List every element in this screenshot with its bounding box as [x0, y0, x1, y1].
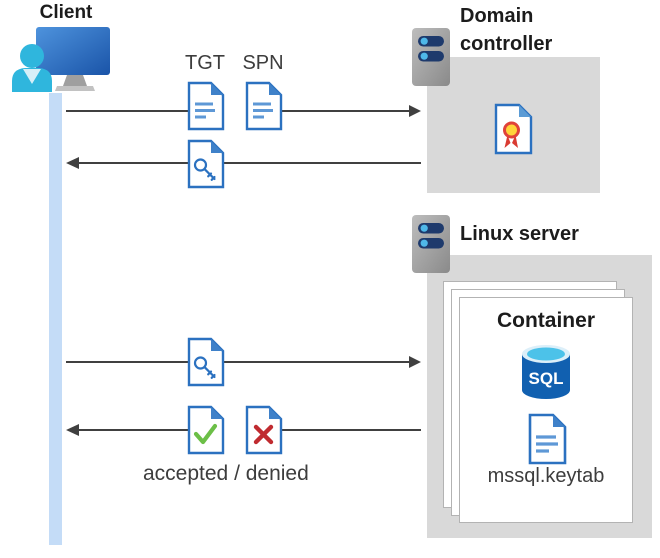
- container-card-front: [459, 297, 633, 523]
- keytab-document-icon: [528, 413, 567, 465]
- server-led: [420, 37, 428, 45]
- client-label: Client: [39, 2, 93, 23]
- key-document-icon: [187, 139, 225, 189]
- container-label: Container: [496, 309, 595, 332]
- arrowhead-right-1: [409, 105, 421, 117]
- server-led: [420, 224, 428, 232]
- denied-document-icon: [245, 405, 283, 455]
- domain-controller-server-icon: [412, 28, 450, 86]
- accepted-document-icon: [187, 405, 225, 455]
- linux-server-label: Linux server: [460, 223, 579, 245]
- tgt-label: TGT: [185, 52, 225, 74]
- person-head: [20, 44, 44, 68]
- doc-fold: [519, 105, 531, 117]
- spn-document-icon: [245, 81, 283, 131]
- rosette: [503, 121, 520, 139]
- server-led: [420, 239, 428, 247]
- ribbon-tail-right: [512, 135, 518, 148]
- domain-controller-label: Domain controller: [460, 5, 553, 55]
- key-document-icon-2: [187, 337, 225, 387]
- arrowhead-left-2: [66, 424, 79, 436]
- cylinder-body: [522, 354, 570, 399]
- doc-fold: [553, 415, 565, 427]
- sql-database-icon: SQL: [522, 345, 570, 399]
- doc-fold: [211, 83, 223, 95]
- workstation-user-icon: [12, 27, 110, 92]
- linux-server-icon: [412, 215, 450, 273]
- monitor-screen: [36, 27, 110, 75]
- person-collar: [23, 69, 41, 84]
- cross-mark: [253, 424, 274, 445]
- arrowhead-right-2: [409, 356, 421, 368]
- doc-fold: [211, 339, 223, 351]
- monitor-stand: [63, 75, 87, 86]
- arrowhead-left-1: [66, 157, 79, 169]
- keytab-label: mssql.keytab: [487, 465, 605, 487]
- monitor-base: [55, 86, 95, 91]
- doc-fold: [211, 407, 223, 419]
- client-lifeline: [49, 93, 62, 545]
- server-led: [420, 52, 428, 60]
- tgt-document-icon: [187, 81, 225, 131]
- result-label: accepted / denied: [143, 462, 309, 485]
- spn-label: SPN: [242, 52, 284, 74]
- cylinder-top: [527, 347, 565, 361]
- check-mark: [193, 423, 218, 445]
- doc-fold: [269, 407, 281, 419]
- doc-fold: [211, 141, 223, 153]
- sql-badge-text: SQL: [529, 369, 564, 388]
- certificate-icon: [494, 103, 533, 155]
- ribbon-tail-left: [504, 135, 511, 148]
- doc-fold: [269, 83, 281, 95]
